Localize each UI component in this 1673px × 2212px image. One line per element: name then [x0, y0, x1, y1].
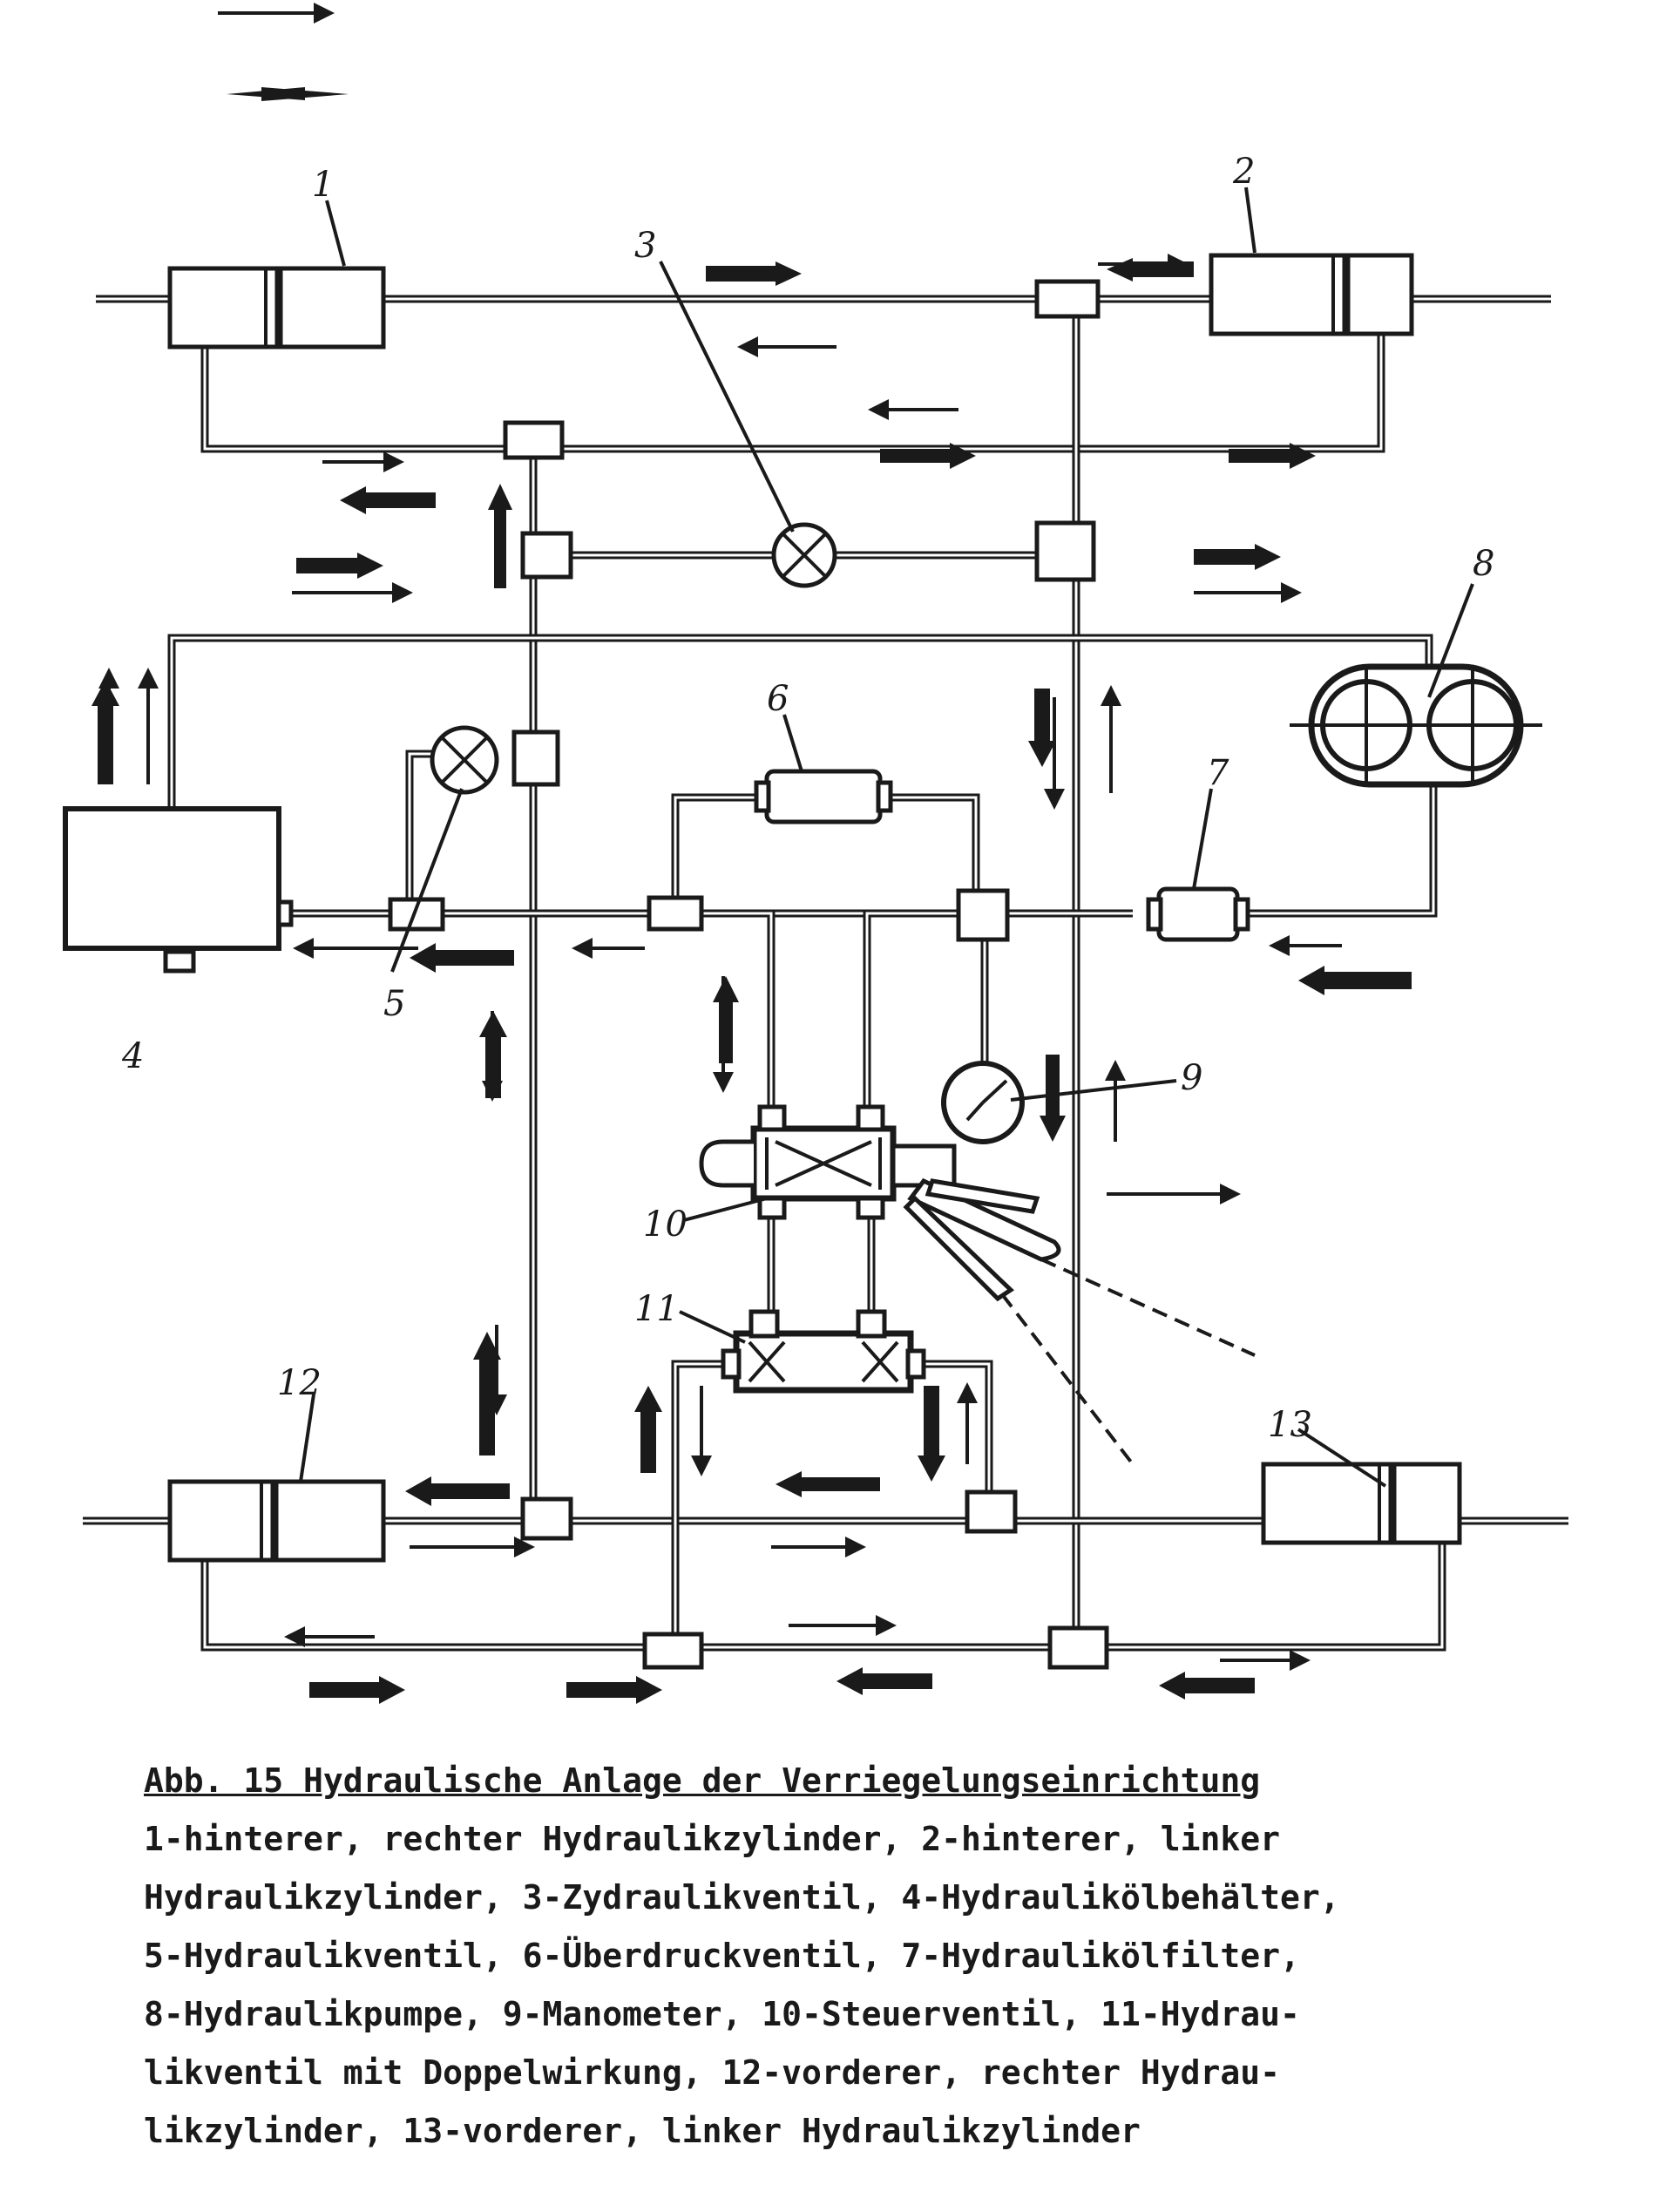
label-9: 9 [1181, 1058, 1202, 1098]
label-4: 4 [121, 1036, 144, 1076]
label-2: 2 [1232, 152, 1255, 192]
double-acting-valve-11 [721, 1309, 926, 1394]
valve-3 [771, 522, 837, 588]
hydraulic-diagram: 1 2 3 4 5 6 7 8 9 10 11 12 13 [63, 3, 1568, 1704]
caption-line: likzylinder, 13-vorderer, linker Hydraul… [144, 2112, 1141, 2150]
component-labels: 1 2 3 4 5 6 7 8 9 10 11 12 13 [121, 152, 1494, 1445]
label-1: 1 [312, 165, 334, 205]
pipe-network [83, 295, 1568, 1652]
label-6: 6 [767, 679, 789, 719]
relief-valve-6 [754, 769, 893, 824]
label-10: 10 [643, 1204, 687, 1245]
caption-line: 1-hinterer, rechter Hydraulikzylinder, 2… [144, 1820, 1281, 1858]
label-5: 5 [383, 984, 405, 1024]
cylinder-1 [167, 266, 386, 349]
manometer-9 [941, 1061, 1025, 1144]
pump [1290, 663, 1542, 788]
caption-line: 8-Hydraulikpumpe, 9-Manometer, 10-Steuer… [144, 1995, 1300, 2033]
label-13: 13 [1268, 1405, 1312, 1445]
label-7: 7 [1207, 753, 1229, 793]
label-11: 11 [634, 1289, 679, 1329]
leader-lines [299, 187, 1474, 1488]
label-8: 8 [1473, 544, 1494, 584]
label-12: 12 [277, 1363, 322, 1403]
label-3: 3 [634, 226, 656, 266]
cylinder-2 [1209, 253, 1414, 336]
figure-caption: Abb. 15 Hydraulische Anlage der Verriege… [144, 1752, 1573, 2161]
caption-line: likventil mit Doppelwirkung, 12-vorderer… [144, 2053, 1281, 2092]
control-valve-10 [699, 1104, 1256, 1466]
oil-filter-7 [1146, 886, 1250, 942]
caption-line: Hydraulikzylinder, 3-Zydraulikventil, 4-… [144, 1878, 1340, 1917]
fittings [503, 279, 1109, 1670]
cylinder-13 [1261, 1462, 1462, 1545]
caption-title: Abb. 15 Hydraulische Anlage der Verriege… [144, 1761, 1261, 1800]
oil-tank [63, 806, 294, 974]
caption-line: 5-Hydraulikventil, 6-Überdruckventil, 7-… [144, 1937, 1300, 1975]
legend-arrows [218, 3, 349, 101]
flow-arrows [91, 254, 1412, 1704]
cylinder-12 [167, 1479, 386, 1563]
